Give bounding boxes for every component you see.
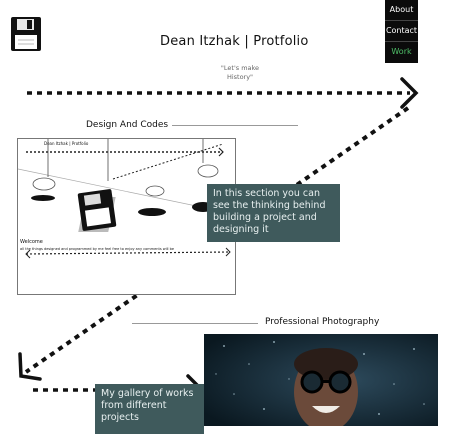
arrow-right-icon [400,77,419,109]
mockup-footer-text: all the things designed and programmed b… [20,247,175,251]
nav-contact[interactable]: Contact [385,21,418,42]
page-title: Dean Itzhak | Protfolio [160,34,309,49]
mockup-header: Dean Itzhak | Protfolio [44,141,89,146]
main-nav: About Contact Work [385,0,418,63]
design-section-title: Design And Codes [86,120,169,130]
floppy-disk-icon [11,17,41,51]
divider [132,323,258,324]
divider [172,125,298,126]
mockup-welcome: Welcome [20,239,43,245]
mockup-sketch [18,139,235,259]
photo-portrait [204,334,438,426]
tagline: "Let's make History" [220,64,260,81]
design-preview-image[interactable]: Dean Itzhak | Protfolio Welcome all the … [17,138,236,295]
design-overlay-caption: In this section you can see the thinking… [207,184,340,242]
floppy-disk-logo[interactable] [10,16,42,52]
photography-overlay-caption: My gallery of works from different proje… [95,384,204,434]
photography-preview-image[interactable] [204,334,438,426]
photography-section-title: Professional Photography [265,317,380,327]
arrow-down-left-icon [18,352,42,381]
nav-work[interactable]: Work [391,47,412,56]
nav-about[interactable]: About [385,0,418,21]
